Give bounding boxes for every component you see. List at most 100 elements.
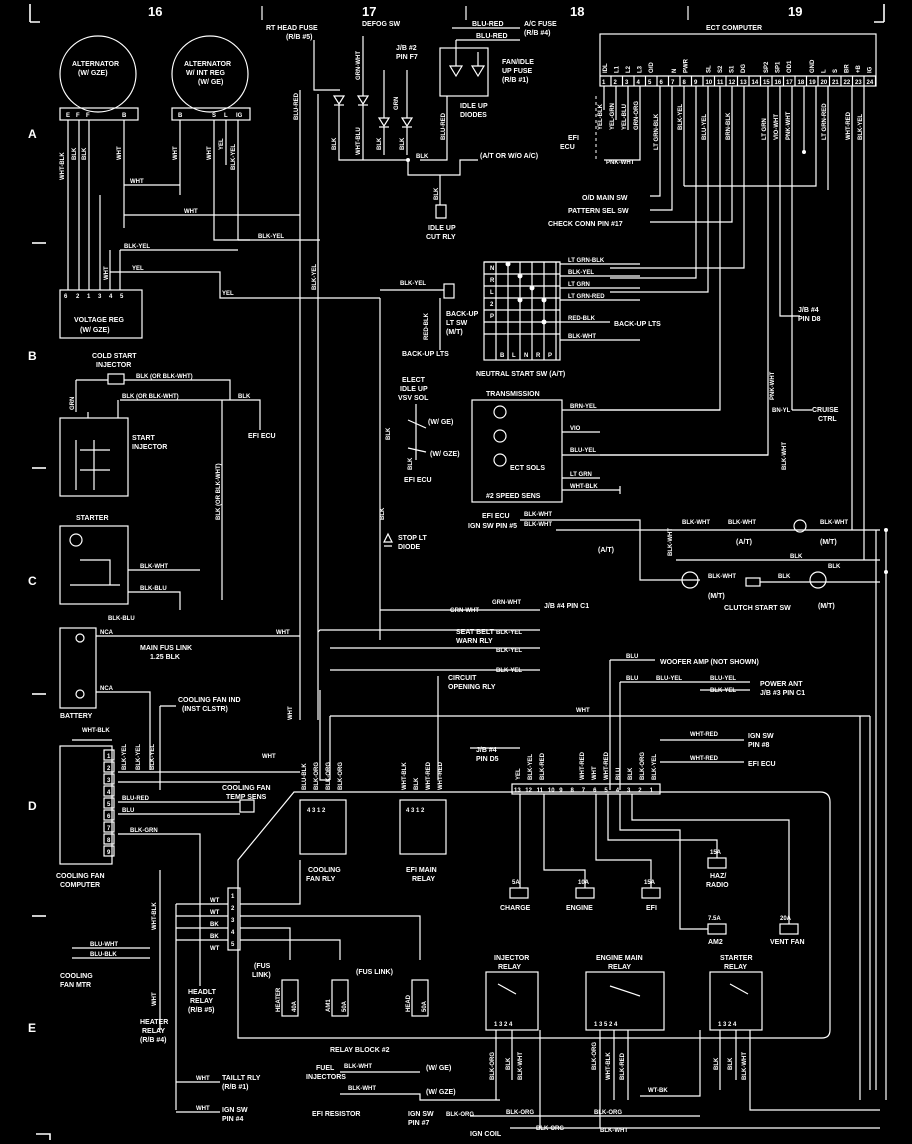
svg-text:UP FUSE: UP FUSE (502, 68, 533, 75)
svg-text:IDLE UP: IDLE UP (460, 103, 488, 110)
ect-pin-name: OD1 (787, 60, 793, 73)
svg-text:ECT COMPUTER: ECT COMPUTER (706, 25, 762, 32)
svg-text:ALTERNATOR: ALTERNATOR (184, 61, 231, 68)
svg-text:BLK-YEL: BLK-YEL (652, 754, 658, 780)
svg-text:BLU-BLK: BLU-BLK (302, 763, 308, 790)
svg-text:IGN SW: IGN SW (408, 1111, 434, 1118)
ect-pin-name: SL (707, 65, 713, 73)
ect-pin-name: SP2 (764, 61, 770, 73)
svg-text:BLK-YEL: BLK-YEL (858, 114, 864, 140)
svg-text:J/B #4: J/B #4 (476, 747, 497, 754)
relay-block-pin: 13 (514, 788, 521, 794)
svg-text:DIODES: DIODES (460, 112, 487, 119)
nss-contact (517, 297, 523, 303)
svg-text:(M/T): (M/T) (446, 329, 463, 336)
svg-text:GRN: GRN (70, 397, 76, 410)
svg-text:WHT: WHT (262, 754, 276, 760)
svg-text:TAILLT RLY: TAILLT RLY (222, 1075, 261, 1082)
svg-text:WHT: WHT (288, 706, 294, 720)
svg-text:BLK-WHT: BLK-WHT (708, 574, 736, 580)
svg-text:EFI RESISTOR: EFI RESISTOR (312, 1111, 361, 1118)
ect-pin-number: 12 (729, 80, 736, 86)
svg-text:(FUS: (FUS (254, 963, 271, 970)
svg-text:ENGINE: ENGINE (566, 905, 593, 912)
svg-text:BLK-WHT: BLK-WHT (344, 1064, 372, 1070)
svg-text:S: S (212, 113, 216, 119)
svg-text:BLU-BLK: BLU-BLK (90, 952, 117, 958)
svg-text:E: E (66, 113, 70, 119)
svg-text:BLK: BLK (434, 187, 440, 200)
svg-text:(INST CLSTR): (INST CLSTR) (182, 706, 228, 713)
svg-text:YEL: YEL (219, 138, 225, 150)
svg-text:L: L (512, 353, 516, 359)
svg-text:BLK: BLK (414, 777, 420, 790)
svg-text:RELAY: RELAY (412, 876, 435, 883)
svg-text:PIN D5: PIN D5 (476, 756, 499, 763)
svg-text:50A: 50A (422, 1000, 428, 1012)
cfc-pin-number: 5 (107, 802, 111, 808)
svg-text:BACK-UP LTS: BACK-UP LTS (614, 321, 661, 328)
row-A: A (28, 127, 37, 141)
svg-text:BACK-UP: BACK-UP (446, 311, 479, 318)
ect-pin-number: 13 (740, 80, 747, 86)
svg-text:BLK-ORG: BLK-ORG (536, 1126, 564, 1132)
svg-text:(R/B #4): (R/B #4) (140, 1037, 166, 1044)
svg-text:TEMP SENS: TEMP SENS (226, 794, 267, 801)
svg-text:EFI MAIN: EFI MAIN (406, 867, 437, 874)
svg-text:BLK-WHT: BLK-WHT (348, 1086, 376, 1092)
svg-text:BLK-ORG: BLK-ORG (338, 762, 344, 790)
relay-block-pin: 2 (638, 788, 642, 794)
ect-pin-number: 6 (660, 80, 664, 86)
svg-text:AM2: AM2 (708, 939, 723, 946)
svg-text:(R/B #4): (R/B #4) (524, 30, 550, 37)
svg-text:20A: 20A (780, 916, 792, 922)
svg-text:RED-BLK: RED-BLK (424, 312, 430, 340)
svg-text:IGN SW PIN #5: IGN SW PIN #5 (468, 523, 517, 530)
svg-text:BLU: BLU (616, 768, 622, 780)
svg-text:(M/T): (M/T) (818, 603, 835, 610)
svg-text:WT: WT (210, 946, 220, 952)
svg-text:LT GRN: LT GRN (568, 282, 590, 288)
ect-pin-number: 8 (683, 80, 687, 86)
svg-text:BLU-RED: BLU-RED (476, 33, 508, 40)
column-16: 16 (148, 4, 162, 19)
svg-text:BLK-YEL: BLK-YEL (496, 648, 522, 654)
svg-text:BLK-WHT: BLK-WHT (140, 564, 168, 570)
svg-text:BRN-YEL: BRN-YEL (570, 404, 597, 410)
svg-text:SEAT BELT: SEAT BELT (456, 629, 495, 636)
svg-text:WHT: WHT (207, 146, 213, 160)
svg-text:COOLING FAN: COOLING FAN (56, 873, 105, 880)
svg-text:F: F (76, 113, 80, 119)
ect-pin-number: 11 (717, 80, 724, 86)
svg-text:WT: WT (210, 898, 220, 904)
svg-text:LT GRN-RED: LT GRN-RED (568, 294, 605, 300)
nss-contact (541, 297, 547, 303)
svg-text:BLK (OR BLK-WHT): BLK (OR BLK-WHT) (136, 374, 193, 380)
svg-text:IDLE UP: IDLE UP (428, 225, 456, 232)
svg-text:WHT: WHT (196, 1106, 210, 1112)
cfc-pin (103, 797, 115, 809)
svg-text:CHECK CONN PIN #17: CHECK CONN PIN #17 (548, 221, 623, 228)
svg-text:LT GRN: LT GRN (570, 472, 592, 478)
svg-text:IGN COIL: IGN COIL (470, 1131, 502, 1138)
svg-text:BLK-YEL: BLK-YEL (150, 744, 156, 770)
svg-text:FAN/IDLE: FAN/IDLE (502, 59, 534, 66)
svg-text:(M/T): (M/T) (708, 593, 725, 600)
ect-pin-number: 3 (625, 80, 629, 86)
svg-text:WHT-BLK: WHT-BLK (152, 902, 158, 930)
svg-text:WOOFER AMP (NOT SHOWN): WOOFER AMP (NOT SHOWN) (660, 659, 759, 666)
svg-text:1 3 5 2 4: 1 3 5 2 4 (594, 1022, 618, 1028)
ect-pin-name: IG (868, 66, 874, 73)
svg-text:BLK-ORG: BLK-ORG (592, 1042, 598, 1070)
svg-text:IGN SW: IGN SW (222, 1107, 248, 1114)
voltage-regulator: 6 2 1 3 4 5 VOLTAGE REG (W/ GZE) (59, 289, 143, 339)
svg-text:PNK-WHT: PNK-WHT (770, 371, 776, 400)
svg-text:15A: 15A (644, 880, 656, 886)
cfc-pin-number: 7 (107, 826, 111, 832)
svg-text:COOLING FAN IND: COOLING FAN IND (178, 697, 241, 704)
svg-text:BLK: BLK (380, 507, 386, 520)
svg-text:PATTERN SEL SW: PATTERN SEL SW (568, 208, 629, 215)
svg-text:EFI ECU: EFI ECU (748, 761, 776, 768)
